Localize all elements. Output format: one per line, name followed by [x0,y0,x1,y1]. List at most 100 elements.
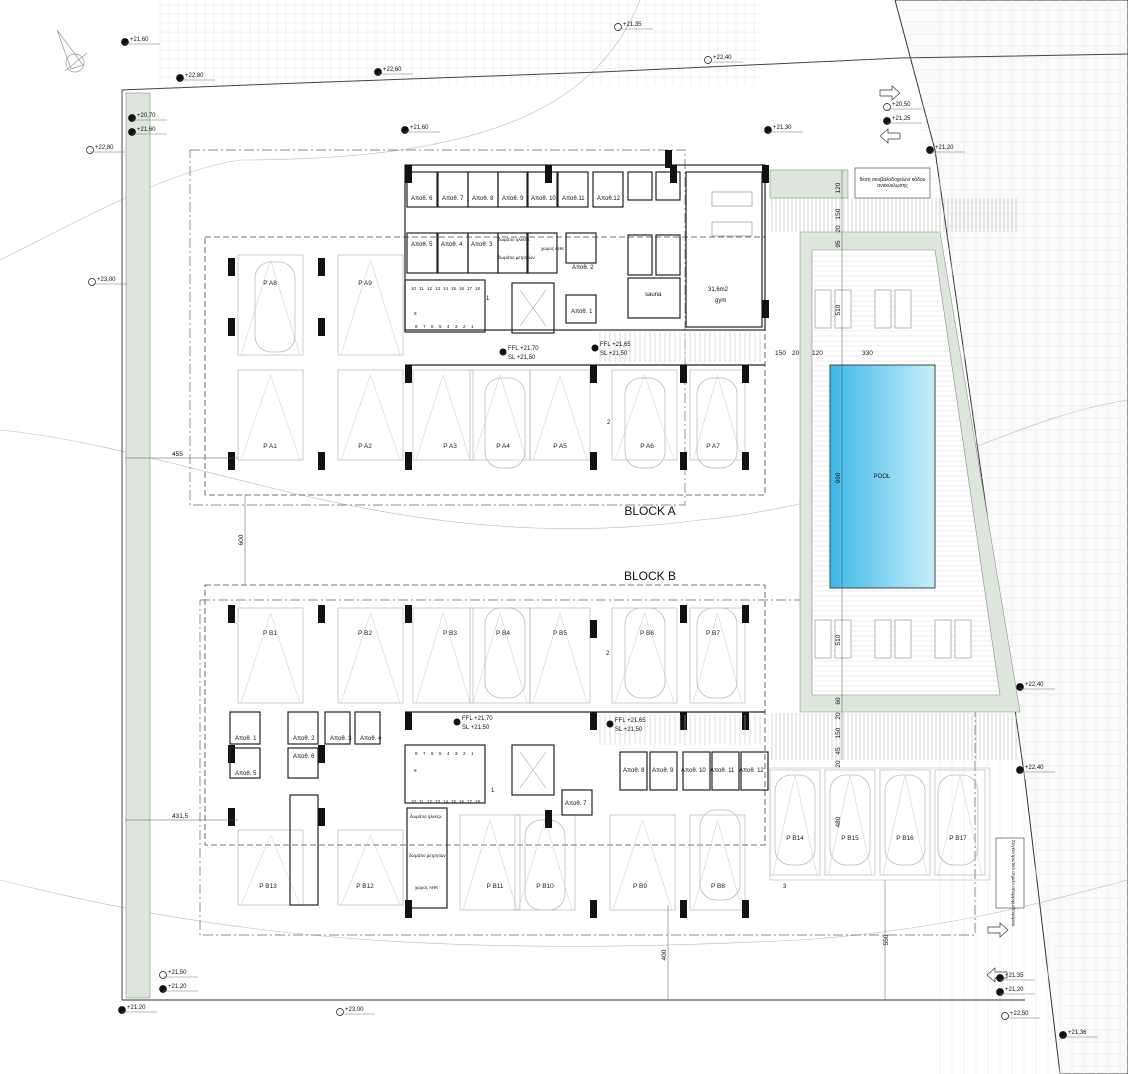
parking-space-label: P A6 [640,443,654,450]
tag-label: 3 [783,884,787,890]
parking-space-label: P A5 [553,443,567,450]
sun-lounger [874,619,892,659]
parking-space-label: P B8 [711,883,725,890]
stair-step-number: 15 [451,286,457,291]
parking-space-label: P B4 [496,630,510,637]
parking-space-label: P B12 [356,883,374,890]
storage-label: Αποθ. 8 [472,196,494,202]
stair-step-number: 8 [415,751,418,756]
annotation-layer: +21,60+21,35+22,80+22,60+22,40+20,70+21,… [86,22,1098,1039]
stair-step-number: 13 [435,799,441,804]
dimension-label: 400 [661,949,668,960]
dimension-label: 960 [835,472,842,483]
elevation-label: +21,60 [410,125,429,131]
dimension-label: 60 [835,697,842,705]
gym-area-label: 31,6m2 [708,287,729,293]
car-outline [524,819,566,911]
stair-step-number: 7 [423,751,426,756]
stair-step-number: 17 [467,286,473,291]
parking-space-label: P B14 [786,835,804,842]
elevation-marker-icon [926,146,934,154]
dimension-label: 550 [883,934,890,945]
level-marker-icon [499,348,507,356]
elevation-marker-icon [121,38,129,46]
stair-step-number: 1 [471,751,474,756]
elevation-marker-icon [374,68,382,76]
elevation-marker-icon [86,146,94,154]
storage-label: Αποθ. 2 [293,736,315,742]
dimension-label: 600 [238,534,245,545]
meters-room-label: δωμάτιο μετρητών [498,254,535,260]
car-outline [699,809,741,901]
parking-stalls-b [237,261,986,911]
sun-lounger [834,619,852,659]
elevator-cross [519,289,547,327]
dimension-label: 20 [835,225,842,233]
stair-step-number: 4 [447,324,450,329]
elevation-label: +22,40 [1025,682,1044,688]
storage-label: Αποθ.12 [597,196,621,202]
car-outline [484,377,526,469]
dimension-label: 45 [835,747,842,755]
parking-space-label: P B5 [553,630,567,637]
bin-area [854,167,931,199]
stair-step-number: 17 [467,799,473,804]
storage-label: Αποθ. 7 [565,801,587,807]
elevation-marker-icon [1016,683,1024,691]
car-outline [624,607,666,699]
stair-step-number: 6 [431,751,434,756]
elevator-b [511,744,555,796]
storage-label: Αποθ. 3 [471,242,493,248]
parking-space-label: P A1 [263,443,277,450]
stair-step-number: 14 [443,286,449,291]
elevation-label: +22,80 [95,145,114,151]
pool-water [829,364,936,589]
parking-space-label: P B16 [896,835,914,842]
car-outline [624,377,666,469]
sl-label: SL +21,50 [508,355,536,361]
elevation-marker-icon [176,74,184,82]
parking-space-label: P B10 [536,883,554,890]
elevation-marker-icon [128,114,136,122]
sun-lounger [814,619,832,659]
elevation-label: +22,40 [1025,765,1044,771]
car-outline [484,607,526,699]
car-outline [774,774,816,866]
ahk-room-label: χώρος ΑΗΚ [541,245,564,251]
storage-label: Αποθ. 9 [652,768,674,774]
bin-sign: θέση σκυβαλοδοχείων/ κάδου ανακύκλωσης [860,177,926,189]
elevation-label: +22,60 [383,67,402,73]
parking-space-label: P B13 [259,883,277,890]
stair-step-number: 9 [414,311,417,316]
elevation-marker-icon [883,117,891,125]
walkway-boards [599,198,1017,760]
storage-label: Αποθ. 9 [502,196,524,202]
elevation-label: +21,60 [130,37,149,43]
dimension-label: 480 [835,816,842,827]
elevation-label: +21,25 [892,116,911,122]
meters-room-label: δωμάτιο μετρητών [409,852,446,858]
ffl-label: FFL +21,70 [462,716,493,722]
sauna-label: sauna [645,292,662,298]
level-marker-icon [606,720,614,728]
contour-line [0,879,1128,947]
car-outline [696,607,738,699]
elevation-marker-icon [1016,766,1024,774]
elevation-label: +21,50 [168,970,187,976]
stair-step-number: 11 [419,799,424,804]
block-b-roof-outline [199,599,976,936]
elevation-label: +23,00 [345,1007,364,1013]
storage-label: Αποθ. 5 [411,242,433,248]
sun-lounger [934,619,952,659]
stair-step-number: 12 [427,286,433,291]
ahk-room-label: χώρος ΑΗΚ [415,884,438,890]
stair-step-number: 10 [411,286,417,291]
gym-label: gym [715,298,726,304]
block-b-title: BLOCK B [624,569,676,583]
stair-step-number: 1 [471,324,474,329]
green-strip-left [125,92,151,999]
sun-lounger [894,619,912,659]
stair-step-number: 5 [439,751,442,756]
stair-step-number: 10 [411,799,417,804]
elevation-marker-icon [159,971,167,979]
